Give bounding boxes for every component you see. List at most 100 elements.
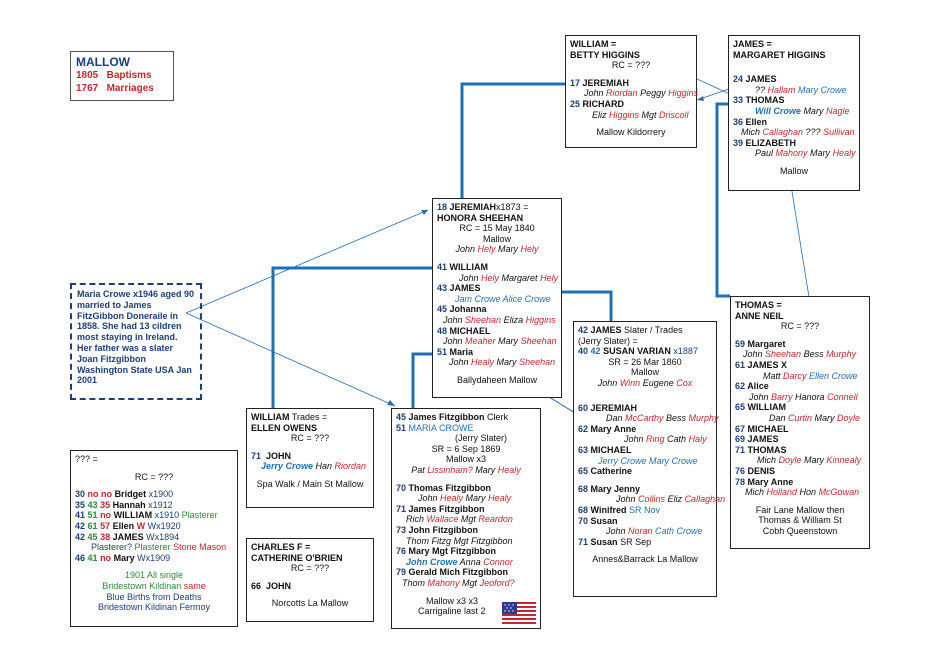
sponsors: Jam Crowe Alice Crowe — [455, 293, 551, 304]
sponsors: John Noran Cath Crowe — [606, 526, 703, 537]
wife-name: ELLEN OWENS — [251, 422, 318, 433]
sponsors: John Hely Mary Hely — [455, 244, 539, 255]
sponsors: Eliz Higgins Mgt Driscoll — [592, 109, 689, 120]
child-row: 17 JEREMIAH — [570, 77, 630, 88]
sponsors: Thom Fitzg Mgt Fitzgibbon — [406, 535, 513, 546]
sponsors: Jerry Crowe Mary Crowe — [598, 455, 698, 466]
census-row: 41 51 no WILLIAM x1910 Plasterer — [75, 510, 218, 521]
arrow-note-maria — [185, 312, 396, 407]
family-charles-catherine: CHARLES F = CATHERINE O'BRIEN RC = ??? 6… — [246, 538, 374, 622]
child-row: 78 Mary Anne — [735, 476, 794, 487]
arrowhead-4 — [697, 96, 704, 101]
family-james-maria: 45 James Fitzgibbon Clerk 51 MARIA CROWE… — [391, 408, 541, 629]
sponsors: John Healy Mary Sheehan — [449, 357, 556, 368]
husband-name: WILLIAM = — [570, 39, 617, 49]
william-to-parent-line — [271, 266, 432, 408]
place: Ballydaheen Mallow — [456, 374, 538, 385]
place: Norcotts La Mallow — [271, 598, 349, 609]
sponsors: Mich Doyle Mary Kinnealy — [757, 455, 862, 466]
sponsors: John Meaher Mary Sheehan — [443, 336, 557, 347]
child-row: 76 DENIS — [735, 465, 776, 476]
sponsors: Mich Holland Hon McGowan — [745, 487, 860, 498]
census-row: 30 no no Bridget x1900 — [75, 489, 174, 500]
child-row: 60 JEREMIAH — [578, 402, 638, 413]
sponsors: John Riordan Peggy Higgins — [584, 88, 699, 99]
sponsors: John Hely Margaret Hely — [459, 272, 559, 283]
child-row: 69 JAMES — [735, 434, 779, 445]
sponsors: John Barry Hanora Connell — [749, 391, 858, 402]
child-row: 39 ELIZABETH — [733, 137, 797, 148]
wife-name: CATHERINE O'BRIEN — [251, 552, 343, 563]
child-row: 70 Susan — [578, 515, 618, 526]
sponsors: John Crowe Anna Connor — [406, 556, 513, 567]
place: Thomas & William St — [758, 515, 842, 526]
husband-name: CHARLES F = — [251, 542, 311, 552]
sponsors: Pat Lissinham? Mary Healy — [411, 464, 521, 475]
child-row: 36 Ellen — [733, 116, 768, 127]
place: Spa Walk / Main St Mallow — [256, 478, 364, 489]
census-occupations: Plasterer? Plasterer Stone Mason — [91, 542, 227, 553]
child-row: 62 Alice — [735, 381, 769, 392]
child-row: 79 Gerald Mich Fitzgibbon — [396, 567, 509, 578]
sponsors: Dan McCarthy Bess Murphy — [606, 413, 719, 424]
child-row: 65 WILLIAM — [735, 402, 787, 413]
child-row: 71 Susan SR Sep — [578, 536, 652, 547]
place: Mallow — [630, 367, 659, 378]
sponsors: Paul Mahony Mary Healy — [755, 148, 856, 159]
maria-to-parent-line — [411, 352, 432, 408]
child-row: 71 JOHN — [251, 450, 292, 461]
wife-name: 51 MARIA CROWE — [396, 422, 474, 433]
sponsors: Matt Darcy Ellen Crowe — [763, 370, 858, 381]
note-box: Maria Crowe x1946 aged 90 married to Jam… — [70, 283, 202, 400]
place: Mallow Kildorrery — [596, 127, 666, 138]
place: Annes&Barrack La Mallow — [592, 554, 698, 565]
place: Fair Lane Mallow then — [755, 504, 845, 515]
child-row: 45 Johanna — [437, 304, 487, 315]
sponsors: John Sheehan Eliza Higgins — [443, 314, 556, 325]
child-row: 73 John Fitzgibbon — [396, 524, 479, 535]
baptisms-count: 1805 — [76, 70, 99, 81]
wife-name: MARGARET HIGGINS — [733, 49, 826, 60]
sponsors: John Collins Eliz Callaghan — [616, 494, 726, 505]
family-william-ellen: WILLIAM Trades = ELLEN OWENS RC = ??? 71… — [246, 408, 374, 508]
marriage-record: RC = ??? — [290, 563, 330, 574]
child-row: 67 MICHAEL — [735, 423, 789, 434]
husband-name: ??? = — [75, 454, 98, 464]
marriage-record: RC = 15 May 1840 — [459, 223, 535, 234]
marriage-record: RC = ??? — [780, 321, 820, 332]
child-row: 25 RICHARD — [570, 98, 625, 109]
footnote: Bridestown Kildinan Fermoy — [97, 602, 211, 613]
child-row: 61 JAMES X — [735, 359, 788, 370]
sponsors: Mich Callaghan ??? Sullivan — [741, 127, 855, 138]
place: Cobh Queenstown — [762, 525, 838, 536]
child-row: 65 Catherine — [578, 466, 633, 477]
family-william-betty: WILLIAM = BETTY HIGGINS RC = ??? 17 JERE… — [565, 35, 699, 148]
census-row: 42 45 38 JAMES Wx1894 — [75, 531, 180, 542]
marriage-record: RC = ??? — [290, 433, 330, 444]
sponsors: ?? Hallam Mary Crowe — [755, 84, 847, 95]
child-row: 71 THOMAS — [735, 444, 787, 455]
child-row: 41 WILLIAM — [437, 261, 489, 272]
child-row: 66 JOHN — [251, 580, 292, 591]
place-line-1: Mallow x3 x3 — [426, 595, 479, 606]
wife-name: ANNE NEIL — [735, 310, 784, 321]
marriage-record: RC = ??? — [611, 60, 651, 71]
parish-title-box: MALLOW 1805 Baptisms 1767 Marriages — [70, 51, 174, 101]
family-thomas-anne: THOMAS = ANNE NEIL RC = ??? 59 Margaret … — [730, 296, 870, 549]
husband-name: WILLIAM Trades = — [251, 412, 328, 422]
wife-name: BETTY HIGGINS — [570, 49, 640, 60]
wife-name: 40 42 SUSAN VARIAN x1887 — [578, 346, 698, 357]
family-james-susan: 42 JAMES Slater / Trades (Jerry Slater) … — [573, 321, 726, 597]
place: Mallow x3 — [445, 454, 486, 465]
child-row: 48 MICHAEL — [437, 325, 491, 336]
child-row: 33 THOMAS — [733, 95, 785, 106]
marriage-record: SR = 6 Sep 1869 — [431, 443, 501, 454]
census-row: 35 43 35 Hannah x1912 — [75, 499, 173, 510]
family-unknown: ??? = RC = ??? 30 no no Bridget x1900 35… — [70, 450, 238, 627]
child-row: 76 Mary Mgt Fitzgibbon — [396, 546, 497, 557]
jeremiah-to-parent-line — [460, 82, 569, 198]
child-row: 63 MICHAEL — [578, 444, 632, 455]
note-text: Maria Crowe x1946 aged 90 married to Jam… — [77, 289, 195, 386]
child-row: 24 JAMES — [733, 74, 777, 85]
sponsors: John Sheehan Bess Murphy — [743, 349, 857, 360]
